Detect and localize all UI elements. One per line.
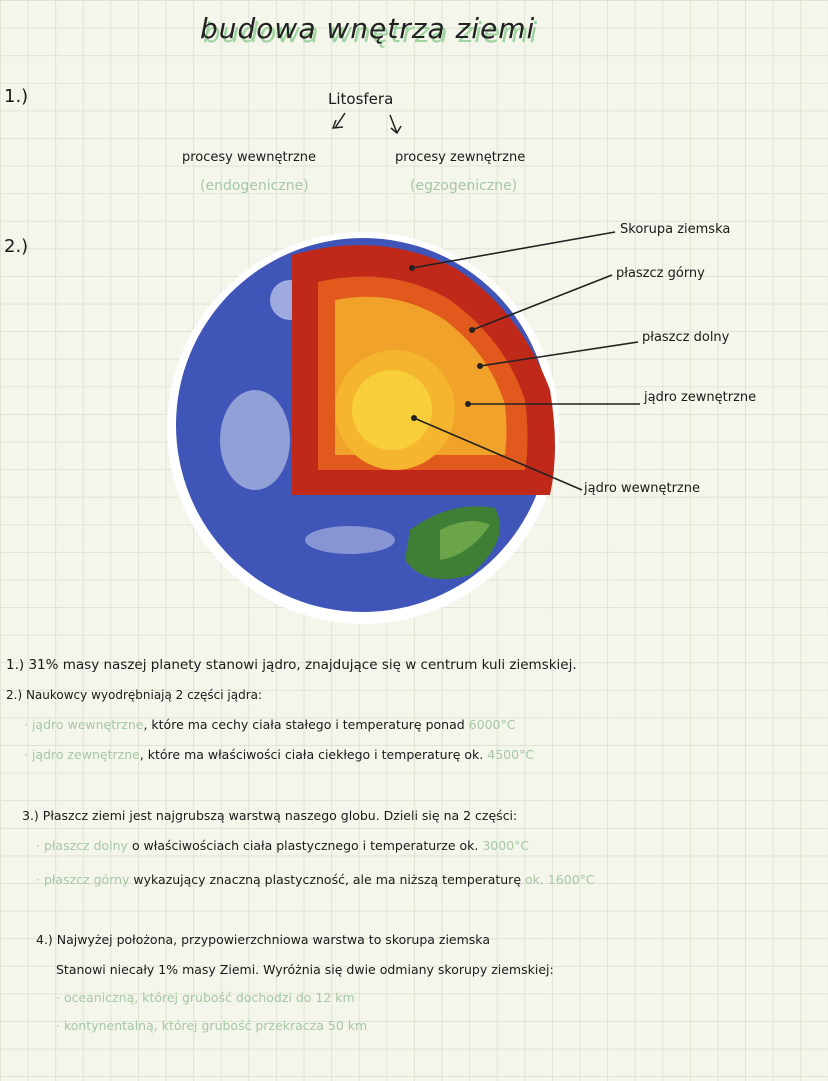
leader-lines bbox=[411, 231, 640, 491]
bullet-lower-mantle: · płaszcz dolny o właściwościach ciała p… bbox=[36, 838, 530, 853]
arrow-left-icon bbox=[331, 112, 346, 129]
exogenic-label: procesy zewnętrzne bbox=[395, 150, 526, 165]
label-lower-mantle: płaszcz dolny bbox=[642, 330, 730, 345]
endogenic-label: procesy wewnętrzne bbox=[182, 150, 317, 165]
page-title: budowa wnętrza ziemi bbox=[200, 12, 536, 45]
note-4b: Stanowi niecały 1% masy Ziemi. Wyróżnia … bbox=[56, 962, 554, 977]
bullet-continental: · kontynentalną, której grubość przekrac… bbox=[56, 1018, 368, 1033]
cloud bbox=[220, 390, 290, 490]
cloud bbox=[305, 526, 395, 554]
label-outer-core: jądro zewnętrzne bbox=[644, 390, 757, 405]
continent-highlight bbox=[440, 521, 490, 560]
note-2: 2.) Naukowcy wyodrębniają 2 części jądra… bbox=[6, 688, 263, 702]
term: · jądro wewnętrzne bbox=[24, 717, 144, 732]
label-upper-mantle: płaszcz górny bbox=[616, 266, 705, 281]
label-inner-core: jądro wewnętrzne bbox=[584, 481, 700, 496]
note-4a: 4.) Najwyżej położona, przypowierzchniow… bbox=[36, 932, 490, 947]
endogenic-sub-label: (endogeniczne) bbox=[200, 178, 309, 194]
litosfera-label: Litosfera bbox=[328, 90, 394, 108]
bullet-oceanic: · oceaniczną, której grubość dochodzi do… bbox=[56, 990, 355, 1005]
earth-cutaway bbox=[292, 245, 555, 495]
section-number-1: 1.) bbox=[4, 86, 29, 107]
bullet-upper-mantle: · płaszcz górny wykazujący znaczną plast… bbox=[36, 872, 595, 887]
label-crust: Skorupa ziemska bbox=[620, 222, 731, 237]
earth-diagram bbox=[167, 112, 640, 624]
section-number-2: 2.) bbox=[4, 236, 29, 257]
exogenic-sub-label: (egzogeniczne) bbox=[410, 178, 518, 194]
bullet-inner-core: · jądro wewnętrzne, które ma cechy ciała… bbox=[24, 717, 516, 732]
note-1: 1.) 31% masy naszej planety stanowi jądr… bbox=[6, 657, 577, 673]
bullet-outer-core: · jądro zewnętrzne, które ma właściwości… bbox=[24, 747, 535, 762]
note-3: 3.) Płaszcz ziemi jest najgrubszą warstw… bbox=[22, 808, 518, 823]
arrow-right-icon bbox=[389, 114, 402, 135]
